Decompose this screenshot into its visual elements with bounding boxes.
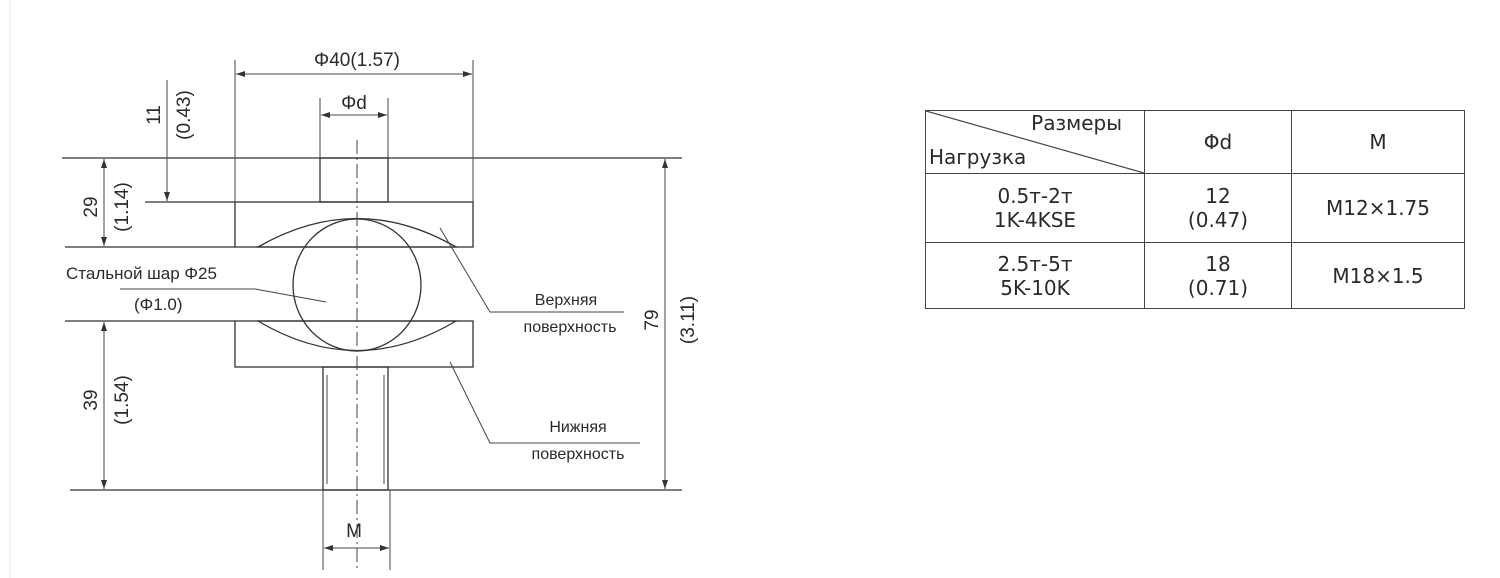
d-cell: 12(0.47) <box>1144 173 1292 243</box>
diagonal-header-cell: Размеры Нагрузка <box>925 110 1145 174</box>
bottom-threaded-stud <box>322 366 389 491</box>
svg-text:(Φ1.0): (Φ1.0) <box>134 295 183 314</box>
svg-text:(3.11): (3.11) <box>678 296 699 344</box>
dim-thread: M <box>322 490 391 570</box>
d-inch: (0.71) <box>1187 275 1249 300</box>
top-stud <box>319 157 389 203</box>
svg-text:M: M <box>346 521 362 542</box>
header-d: Φd <box>1144 110 1292 174</box>
m-cell: M18×1.5 <box>1291 242 1465 309</box>
svg-text:Φ40(1.57): Φ40(1.57) <box>314 50 400 71</box>
svg-text:39: 39 <box>81 389 102 410</box>
svg-text:79: 79 <box>642 309 663 330</box>
d-mm: 18 <box>1205 251 1231 276</box>
svg-text:Φd: Φd <box>341 93 367 114</box>
dim-39: 39 (1.54) <box>81 322 133 489</box>
dim-11: 11 (0.43) <box>144 80 195 201</box>
header-load: Нагрузка <box>929 145 1027 169</box>
upper-plate <box>234 201 474 248</box>
svg-text:11: 11 <box>144 105 165 125</box>
lower-surface-label: Нижняя поверхность <box>449 361 640 463</box>
svg-text:(1.14): (1.14) <box>112 182 133 232</box>
table-header-row: Размеры Нагрузка Φd M <box>925 110 1465 174</box>
d-mm: 12 <box>1205 184 1231 208</box>
svg-text:(0.43): (0.43) <box>174 90 195 140</box>
lower-plate <box>234 320 474 368</box>
header-m: M <box>1291 110 1465 174</box>
svg-text:(1.54): (1.54) <box>112 375 133 425</box>
load-tons: 0.5т-2т <box>997 184 1073 208</box>
svg-text:поверхность: поверхность <box>524 319 617 336</box>
svg-text:Стальной шар Φ25: Стальной шар Φ25 <box>66 264 217 283</box>
svg-text:Нижняя: Нижняя <box>549 419 606 436</box>
ball-label: Стальной шар Φ25 (Φ1.0) <box>66 264 327 314</box>
dim-stud-diameter: Φd <box>319 93 389 158</box>
dim-29: 29 (1.14) <box>81 159 133 246</box>
d-cell: 18(0.71) <box>1144 242 1292 309</box>
upper-surface-label: Верхняя поверхность <box>439 227 624 336</box>
header-sizes: Размеры <box>1031 111 1122 135</box>
dim-79: 79 (3.11) <box>642 159 699 489</box>
load-tons: 2.5т-5т <box>997 251 1073 276</box>
load-model: 1K-4KSE <box>993 208 1077 232</box>
m-cell: M12×1.75 <box>1291 173 1465 243</box>
dim-outer-diameter: Φ40(1.57) <box>234 50 474 202</box>
d-inch: (0.47) <box>1187 208 1249 232</box>
svg-text:поверхность: поверхность <box>532 446 625 463</box>
svg-text:29: 29 <box>81 196 102 217</box>
svg-text:Верхняя: Верхняя <box>535 292 597 309</box>
load-model: 5K-10K <box>1000 275 1070 300</box>
